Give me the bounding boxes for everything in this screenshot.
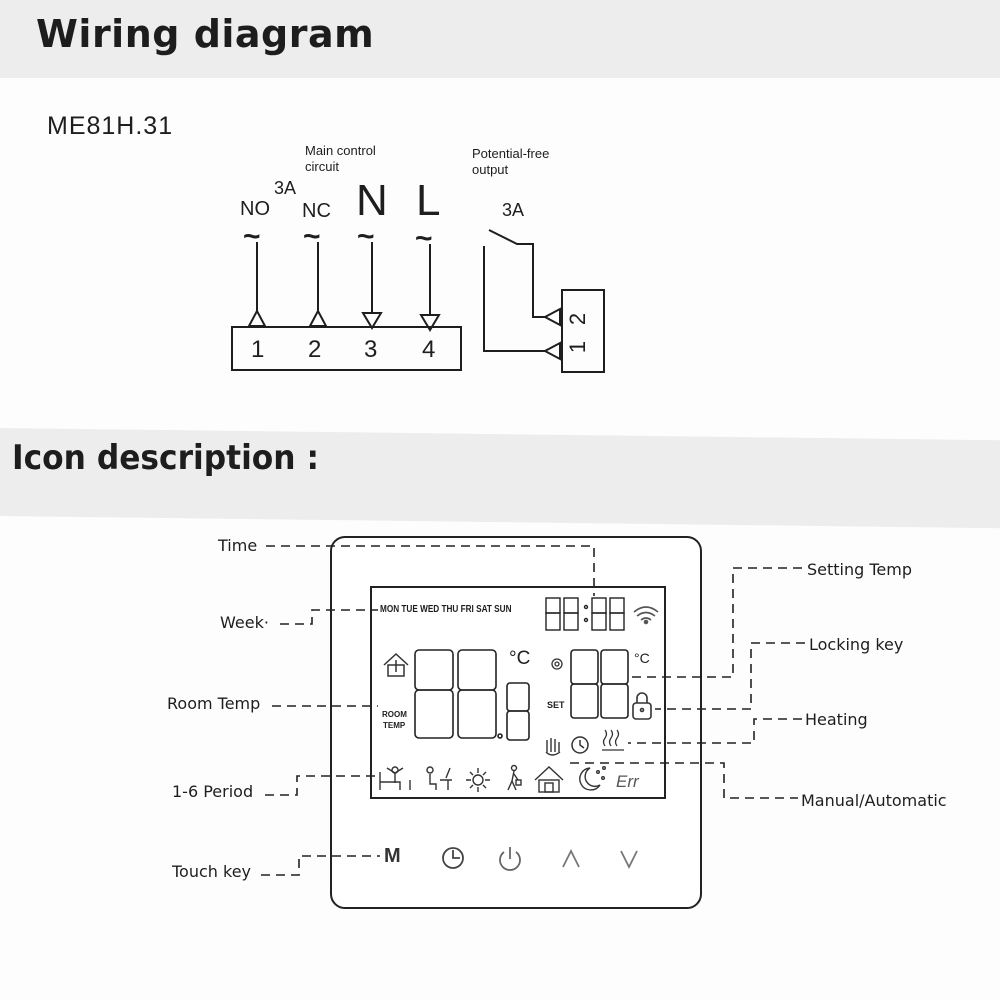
main-terminal-block	[231, 326, 462, 371]
output-arrow-1	[542, 341, 561, 361]
power-key-icon	[499, 847, 521, 871]
relay-contact-wire	[488, 229, 545, 318]
temp-label: TEMP	[383, 721, 406, 730]
up-key-button[interactable]	[558, 845, 584, 871]
potential-free-label-1: Potential-free	[472, 146, 550, 161]
power-key-button[interactable]	[497, 845, 523, 871]
terminal-number-2: 2	[308, 336, 322, 363]
leader-week	[280, 609, 378, 625]
terminal-number-1: 1	[251, 336, 265, 363]
clock-key-icon	[442, 847, 464, 869]
wiring-diagram-title: Wiring diagram	[36, 12, 375, 56]
main-circuit-label-2: circuit	[305, 159, 339, 174]
terminal-l-label: L	[416, 176, 441, 225]
error-indicator: Err	[616, 772, 639, 791]
terminal-number-3: 3	[364, 336, 378, 363]
callout-setting-temp: Setting Temp	[807, 560, 913, 579]
leader-time	[266, 545, 595, 596]
output-terminal-block	[561, 289, 605, 373]
thermostat-outline	[330, 536, 702, 909]
day-sun-icon	[466, 768, 490, 792]
terminal-no-label: NO	[240, 198, 270, 220]
model-number: ME81H.31	[47, 112, 174, 140]
wiring-header-band	[0, 0, 1000, 78]
wifi-icon	[633, 606, 659, 625]
leader-manual-auto	[570, 762, 798, 799]
down-key-button[interactable]	[616, 845, 642, 871]
down-key-icon	[620, 850, 638, 870]
callout-week: Week·	[220, 613, 269, 632]
up-key-icon	[562, 848, 580, 868]
leader-touch-key	[261, 855, 380, 876]
leader-heating	[628, 718, 802, 744]
callout-locking-key: Locking key	[809, 635, 904, 654]
terminal-arrow-3	[361, 312, 383, 330]
callout-room-temp: Room Temp	[167, 694, 261, 713]
clock-key-button[interactable]	[440, 845, 466, 871]
home-icon	[534, 766, 564, 793]
mode-key-button[interactable]: M	[384, 845, 401, 867]
room-temp-unit: °C	[509, 648, 531, 669]
set-temp-digits	[570, 649, 629, 719]
callout-period: 1-6 Period	[172, 782, 254, 801]
terminal-arrow-1	[247, 308, 267, 327]
wake-icon	[379, 766, 411, 790]
set-label: SET	[547, 700, 565, 710]
heating-icon	[602, 729, 624, 751]
callout-heating: Heating	[805, 710, 868, 729]
terminal-nc-label: NC	[302, 200, 331, 222]
week-days: MON TUE WED THU FRI SAT SUN	[380, 604, 512, 615]
night-icon	[579, 766, 607, 791]
icon-description-title: Icon description :	[12, 438, 319, 478]
terminal-arrow-4	[419, 314, 441, 332]
output-return-wire	[483, 246, 545, 352]
output-rating-label: 3A	[502, 200, 525, 220]
callout-manual-auto: Manual/Automatic	[801, 791, 947, 810]
room-temp-digits	[414, 649, 530, 741]
callout-touch-key: Touch key	[172, 862, 252, 881]
lcd-screen	[370, 586, 666, 799]
clock-auto-icon	[571, 736, 589, 754]
work-icon	[426, 766, 452, 790]
leave-icon	[507, 764, 522, 791]
ac-tilde-3: ~	[357, 220, 375, 253]
callout-time: Time	[218, 536, 258, 555]
leader-period	[265, 775, 376, 796]
ac-tilde-4: ~	[415, 222, 433, 255]
potential-free-label-2: output	[472, 162, 509, 177]
time-digits	[545, 597, 625, 631]
leader-locking-key	[655, 642, 805, 710]
ac-tilde-2: ~	[303, 220, 321, 253]
terminal-number-4: 4	[422, 336, 436, 363]
terminal-arrow-2	[308, 308, 328, 327]
main-circuit-label-1: Main control	[305, 143, 376, 158]
home-thermometer-icon	[383, 652, 409, 677]
wiring-diagram-lines	[231, 229, 605, 373]
gear-icon	[551, 658, 563, 670]
relay-rating-label: 3A	[274, 178, 297, 198]
leader-setting-temp	[632, 567, 802, 678]
set-temp-unit: °C	[634, 650, 650, 666]
period-icons	[379, 764, 607, 793]
lock-icon	[632, 692, 652, 720]
output-arrow-2	[542, 307, 561, 327]
touch-key-icons	[442, 847, 638, 871]
terminal-n-label: N	[356, 176, 388, 225]
room-label: ROOM	[382, 710, 407, 719]
callout-leader-lines	[261, 545, 805, 876]
manual-hand-icon	[545, 738, 561, 756]
